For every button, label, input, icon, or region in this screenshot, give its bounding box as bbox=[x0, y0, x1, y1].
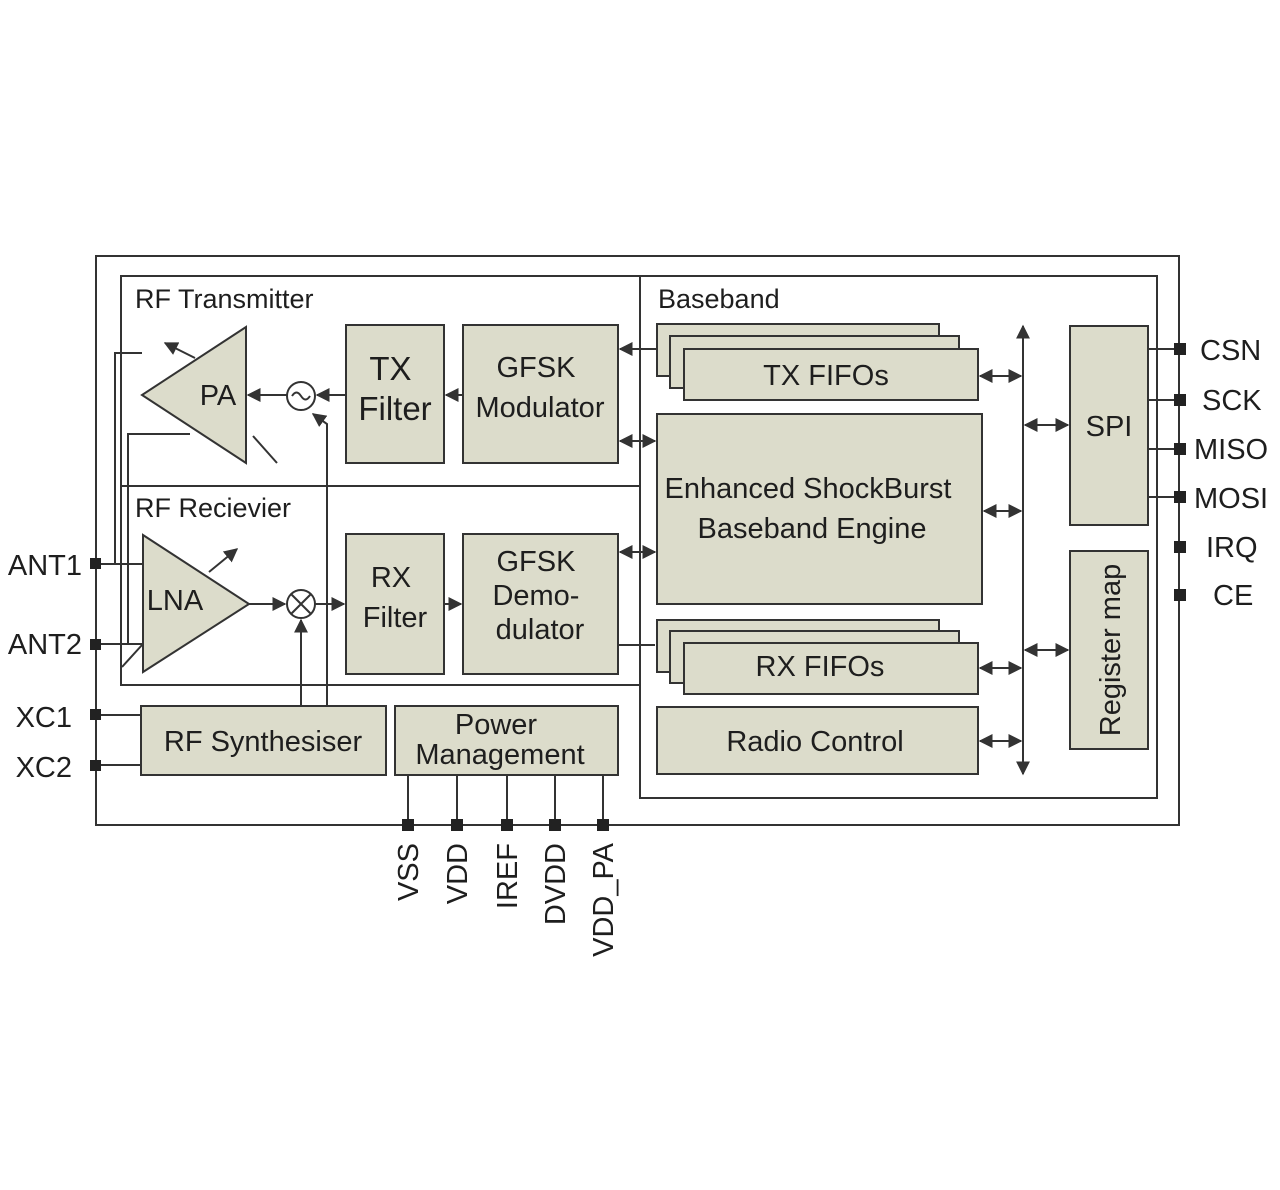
rf-receiver-title: RF Recievier bbox=[135, 493, 291, 523]
right-pins: CSN SCK MISO MOSI IRQ CE bbox=[1148, 335, 1268, 612]
svg-text:GFSK Modulator: GFSK Modulator bbox=[476, 352, 605, 424]
pa-label: PA bbox=[200, 380, 237, 412]
rf-synthesiser-block bbox=[140, 705, 387, 776]
tx-filter-label-1: TX bbox=[369, 350, 411, 387]
pin-xc2: XC2 bbox=[16, 752, 72, 784]
rx-mixer-icon bbox=[286, 589, 316, 619]
pin-irq: IRQ bbox=[1206, 532, 1258, 564]
left-pins: ANT1 ANT2 XC1 XC2 bbox=[8, 550, 101, 784]
radio-control-block bbox=[656, 706, 979, 775]
register-map-label: Register map bbox=[1095, 564, 1127, 736]
tx-filter-label-2: Filter bbox=[358, 390, 431, 427]
pin-ant2: ANT2 bbox=[8, 629, 82, 661]
pin-vss: VSS bbox=[393, 843, 425, 901]
rx-filter-label-2: Filter bbox=[363, 602, 428, 634]
power-mgmt-label-2: Management bbox=[415, 739, 584, 771]
gfsk-mod-label-2: Modulator bbox=[476, 392, 605, 424]
pin-miso: MISO bbox=[1194, 434, 1268, 466]
engine-label-2: Baseband Engine bbox=[698, 513, 927, 545]
svg-text:Power Management: Power Management bbox=[415, 709, 584, 771]
tx-mixer-icon bbox=[286, 381, 316, 411]
pin-mosi: MOSI bbox=[1194, 483, 1268, 515]
tx-fifos-stack: TX FIFOs bbox=[656, 323, 979, 401]
rx-fifos-label: RX FIFOs bbox=[756, 651, 885, 683]
gfsk-demod-label-2: Demo- bbox=[492, 580, 579, 612]
svg-text:RX Filter: RX Filter bbox=[363, 562, 428, 634]
pin-ant1: ANT1 bbox=[8, 550, 82, 582]
lna-amplifier: LNA bbox=[142, 533, 251, 674]
spi-block bbox=[1069, 325, 1149, 526]
shockburst-engine-block bbox=[656, 413, 983, 605]
baseband-section-outline bbox=[639, 275, 1158, 799]
gfsk-demod-label-3: dulator bbox=[496, 614, 585, 646]
svg-text:GFSK Demo- dulator: GFSK Demo- dulator bbox=[492, 546, 587, 646]
pa-amplifier: PA bbox=[140, 325, 278, 465]
chip-outline bbox=[95, 255, 1180, 826]
power-mgmt-label-1: Power bbox=[455, 709, 538, 741]
rx-filter-label-1: RX bbox=[371, 562, 411, 594]
pin-vdd-pa: VDD_PA bbox=[588, 842, 620, 957]
rx-filter-block bbox=[345, 533, 445, 675]
radio-control-label: Radio Control bbox=[726, 726, 903, 758]
rf-transmitter-title: RF Transmitter bbox=[135, 284, 314, 314]
gfsk-demodulator-block bbox=[462, 533, 619, 675]
tx-fifos-label: TX FIFOs bbox=[763, 360, 889, 392]
gfsk-modulator-block bbox=[462, 324, 619, 464]
pin-iref: IREF bbox=[492, 843, 524, 909]
bottom-pins: VSS VDD IREF DVDD VDD_PA bbox=[393, 775, 620, 957]
engine-label-1: Enhanced ShockBurst bbox=[664, 473, 951, 505]
power-management-block bbox=[394, 705, 619, 776]
svg-text:TX Filter: TX Filter bbox=[358, 350, 431, 427]
lna-label: LNA bbox=[147, 585, 204, 617]
rx-fifos-stack: RX FIFOs bbox=[656, 619, 979, 695]
baseband-title: Baseband bbox=[658, 284, 780, 314]
gfsk-mod-label-1: GFSK bbox=[496, 352, 576, 384]
pin-vdd: VDD bbox=[442, 843, 474, 904]
spi-label: SPI bbox=[1086, 411, 1133, 443]
pin-csn: CSN bbox=[1200, 335, 1261, 367]
pin-ce: CE bbox=[1213, 580, 1253, 612]
register-map-block bbox=[1069, 550, 1149, 750]
gfsk-demod-label-1: GFSK bbox=[496, 546, 576, 578]
rf-synthesiser-label: RF Synthesiser bbox=[164, 726, 363, 758]
pin-dvdd: DVDD bbox=[540, 843, 572, 925]
svg-text:Enhanced ShockBurst Baseba: Enhanced ShockBurst Baseband Engine bbox=[664, 473, 959, 545]
pin-xc1: XC1 bbox=[16, 702, 72, 734]
pin-sck: SCK bbox=[1202, 385, 1262, 417]
